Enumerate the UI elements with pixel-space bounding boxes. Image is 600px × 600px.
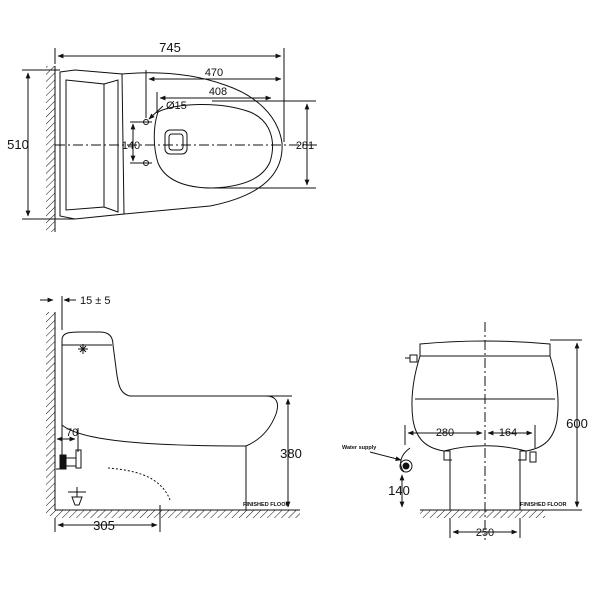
dim-470-label: 470: [205, 67, 223, 79]
side-view-wall-hatch: [46, 312, 55, 516]
dim-745-label: 745: [159, 40, 181, 55]
side-view-floor-hatch: [55, 510, 300, 518]
dim-hole-diameter-label: Ø15: [166, 100, 187, 112]
front-body-right: [519, 355, 559, 510]
dim-305-label: 305: [93, 518, 115, 533]
front-fixing-right: [529, 451, 537, 463]
top-view: 745 470 408 510 281 Ø15 140: [7, 40, 318, 232]
angle-valve-body: [59, 454, 67, 470]
angle-valve-nut: [65, 457, 77, 467]
dim-164-label: 164: [499, 427, 517, 439]
outlet-flange-base: [71, 496, 83, 506]
water-supply-label: Water supply: [342, 445, 377, 451]
side-body-outline: [61, 331, 279, 510]
drain-outer: [164, 129, 188, 155]
front-body-bottom: [443, 445, 527, 452]
dim-wall-gap-label: 15 ± 5: [80, 295, 111, 307]
dim-hole-spacing-label: 140: [122, 140, 140, 152]
front-view: 280 164 Water supply 140 600 FINISHED FL…: [342, 322, 588, 540]
dim-250-label: 250: [476, 527, 494, 539]
side-trap-hidden: [107, 467, 171, 501]
front-body-left: [411, 355, 451, 510]
dim-380-label: 380: [280, 446, 302, 461]
water-supply-valve-outer: [399, 459, 413, 473]
dim-280-label: 280: [436, 427, 454, 439]
side-view: 15 ± 5 70 380 FINISHED FLOOR 305: [40, 295, 302, 533]
front-floor-hatch: [420, 510, 545, 518]
side-bowl-underside: [61, 424, 247, 447]
front-floor-label: FINISHED FLOOR: [520, 502, 566, 508]
flush-button-symbol-d2: [79, 345, 87, 353]
water-supply-leader: [369, 451, 402, 461]
water-supply-valve-inner: [402, 462, 410, 470]
side-floor-label: FINISHED FLOOR: [243, 502, 289, 508]
dim-408-label: 408: [209, 86, 227, 98]
bowl-opening-outline: [153, 104, 273, 189]
front-leg-left: [443, 451, 452, 461]
dim-140-label: 140: [388, 483, 410, 498]
front-leg-right: [518, 451, 527, 461]
dim-281-label: 281: [296, 140, 314, 152]
hole-diameter-leader: [148, 105, 164, 120]
front-valve-icon: [409, 354, 418, 363]
drain-inner: [168, 133, 184, 151]
angle-valve-pipe: [75, 449, 82, 469]
dim-510-label: 510: [7, 137, 29, 152]
dim-600-label: 600: [566, 416, 588, 431]
front-lid-outline: [419, 340, 551, 357]
top-view-wall-hatch: [46, 66, 55, 232]
dim-70-label: 70: [66, 427, 78, 439]
tank-lid-edge: [103, 79, 119, 213]
